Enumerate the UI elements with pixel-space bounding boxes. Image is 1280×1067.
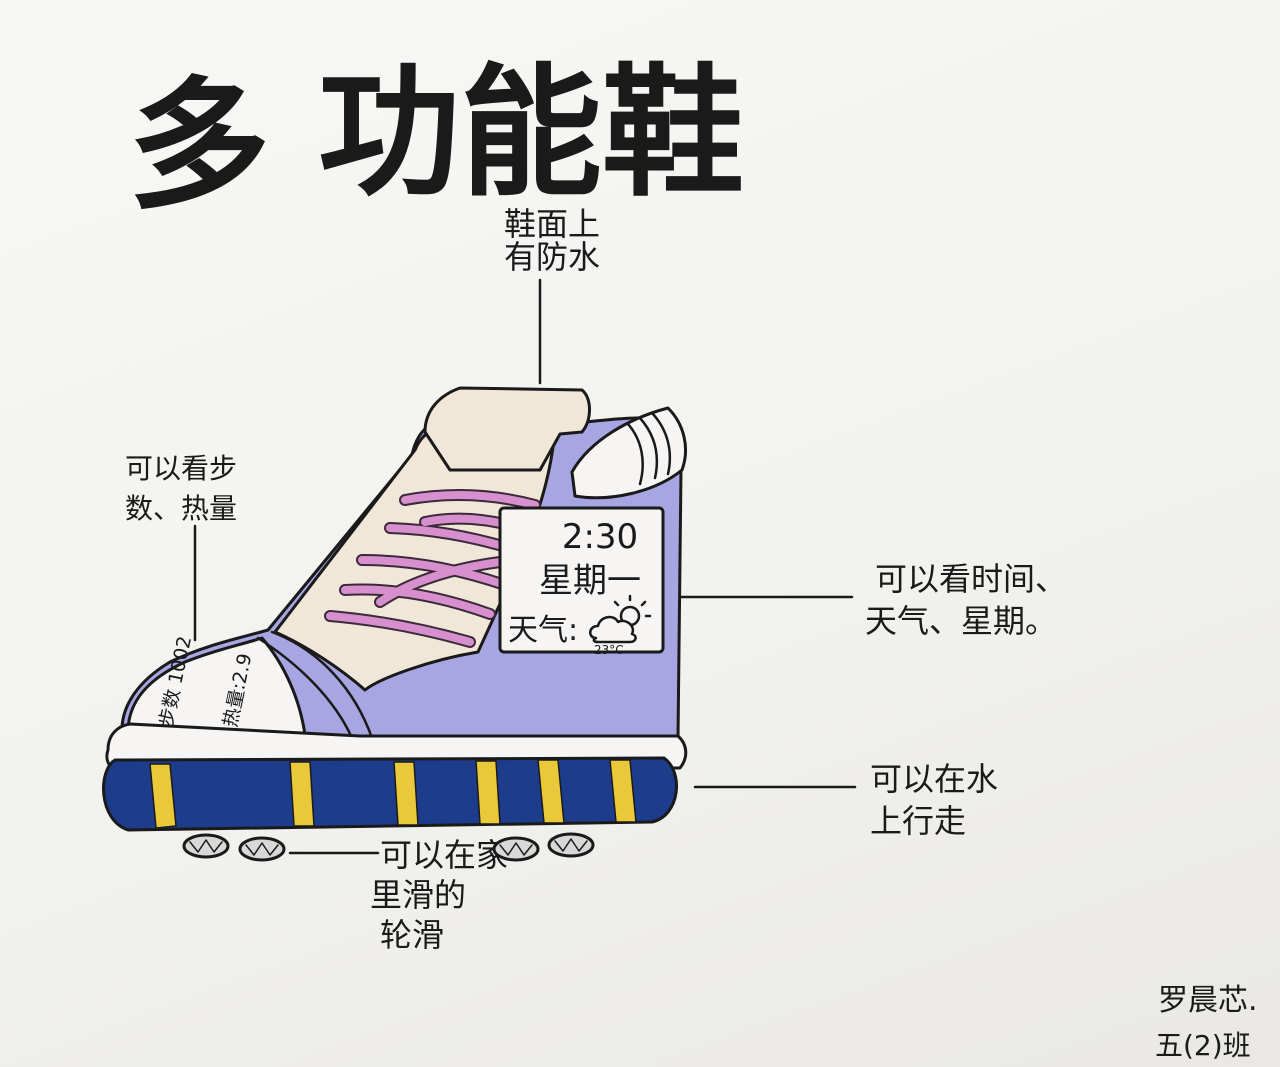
- callout-skates-line-3: 轮滑: [380, 916, 444, 954]
- screen-time: 2:30: [562, 517, 638, 557]
- outsole-stripes: [149, 759, 637, 829]
- callout-steps-line-1: 可以看步: [125, 452, 237, 485]
- signature-name: 罗晨芯.: [1158, 983, 1258, 1018]
- side-swoosh-line: [256, 636, 354, 740]
- callout-water-walk-line-2: 上行走: [870, 802, 966, 840]
- wing-feather-lines: [626, 411, 672, 486]
- callout-skates-line-1: 可以在家: [380, 836, 508, 874]
- toe-cap: [126, 636, 307, 737]
- screen-weather-label: 天气:: [508, 613, 578, 648]
- screen-weekday: 星期一: [539, 561, 641, 601]
- callout-display-line-1: 可以看时间、: [875, 560, 1067, 598]
- callout-waterproof-line-1: 鞋面上: [504, 205, 600, 243]
- wing-decoration: [570, 406, 687, 500]
- partly-cloudy-icon: [589, 594, 652, 644]
- skate-wheels: [182, 832, 595, 862]
- title-part-1: 多: [128, 64, 270, 229]
- callout-steps-line-2: 数、热量: [125, 492, 237, 525]
- callout-display-line-2: 天气、星期。: [865, 602, 1057, 640]
- callout-skates-line-2: 里滑的: [370, 876, 466, 914]
- shoe-tongue: [423, 386, 591, 472]
- callout-waterproof-line-2: 有防水: [504, 238, 600, 276]
- screen-temperature: 23°C: [594, 643, 624, 657]
- outsole-float: [102, 756, 678, 832]
- title-part-2: 功能鞋: [318, 51, 744, 216]
- signature-class: 五(2)班: [1155, 1029, 1251, 1062]
- callout-water-walk-line-1: 可以在水: [870, 760, 998, 798]
